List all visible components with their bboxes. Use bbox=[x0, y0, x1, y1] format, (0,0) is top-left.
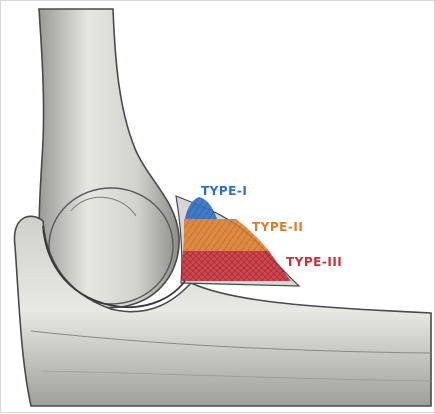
type2-label: TYPE-II bbox=[252, 220, 303, 234]
humerus-bone bbox=[39, 9, 179, 308]
type1-label: TYPE-I bbox=[201, 184, 247, 198]
type3-label: TYPE-III bbox=[286, 255, 342, 269]
